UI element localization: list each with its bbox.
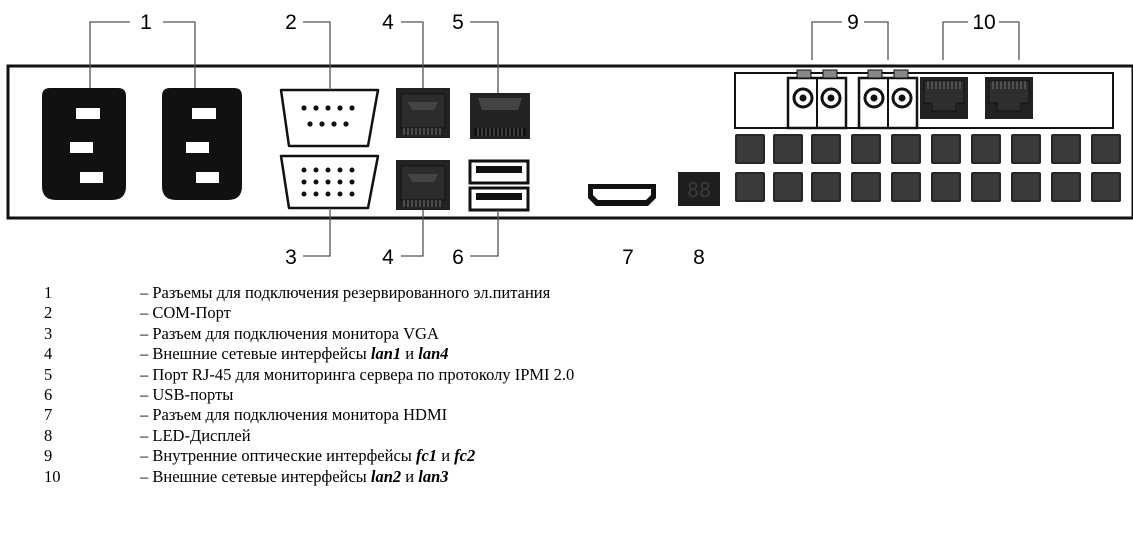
leader-lines [89, 21, 1020, 257]
callout-10: 10 [972, 11, 995, 34]
com-port [279, 88, 380, 148]
interface-name: lan3 [418, 466, 449, 486]
callout-4-top: 4 [382, 11, 394, 34]
rj45-lan2-port [919, 76, 969, 120]
interface-name: fc2 [454, 446, 476, 466]
legend-number: 3 [44, 323, 53, 343]
legend-number: 6 [44, 384, 53, 404]
legend-number: 10 [44, 466, 61, 486]
usb-port-1 [468, 159, 530, 185]
callout-9: 9 [847, 11, 859, 34]
vga-port [279, 154, 380, 210]
legend-number: 2 [44, 303, 53, 323]
legend-number: 5 [44, 364, 53, 384]
legend-number: 7 [44, 405, 53, 425]
callout-3: 3 [285, 246, 297, 269]
ipmi-rj45-port [470, 93, 530, 139]
lc-optical-port-fc1 [786, 68, 848, 130]
led-display-digits: 88 [687, 178, 711, 202]
legend-number: 1 [44, 283, 53, 302]
callout-7: 7 [622, 246, 634, 269]
legend-description: – Внешние сетевые интерфейсы lan1 и lan4 [140, 344, 449, 364]
legend-description: – Разъемы для подключения резервированно… [140, 283, 551, 302]
legend-number: 9 [44, 446, 53, 466]
callout-8: 8 [693, 246, 705, 269]
legend-description: – Порт RJ-45 для мониторинга сервера по … [140, 364, 575, 384]
interface-name: lan4 [418, 344, 449, 364]
legend-description: – Внутренние оптические интерфейсы fc1 и… [140, 446, 476, 466]
callout-6: 6 [452, 246, 464, 269]
server-rear-panel-diagram: 88 1 2 4 5 9 10 3 4 6 7 8 [6, 11, 1133, 269]
rj45-lan4-port [395, 159, 451, 211]
legend-description: – Внешние сетевые интерфейсы lan2 и lan3 [140, 466, 449, 486]
legend-number: 8 [44, 425, 53, 445]
power-inlet-2 [162, 88, 242, 200]
led-display: 88 [678, 172, 720, 206]
rj45-lan1-port [395, 87, 451, 139]
legend-number: 4 [44, 344, 53, 364]
interface-name: lan2 [370, 466, 402, 486]
interface-name: fc1 [415, 446, 438, 466]
usb-port-2 [468, 186, 530, 212]
interface-name: lan1 [370, 344, 402, 364]
legend-description: – Разъем для подключения монитора HDMI [140, 405, 448, 425]
rj45-lan3-port [984, 76, 1034, 120]
legend-description: – USB-порты [140, 384, 234, 404]
lc-optical-port-fc2 [857, 68, 919, 130]
callout-4-bottom: 4 [382, 246, 394, 269]
callout-5: 5 [452, 11, 464, 34]
legend-description: – LED-Дисплей [140, 425, 251, 445]
legend-description: – COM-Порт [140, 303, 231, 323]
callout-2: 2 [285, 11, 297, 34]
callout-1: 1 [140, 11, 152, 34]
power-inlet-1 [42, 88, 126, 200]
hdmi-port [588, 184, 656, 206]
legend-description: – Разъем для подключения монитора VGA [140, 323, 439, 343]
